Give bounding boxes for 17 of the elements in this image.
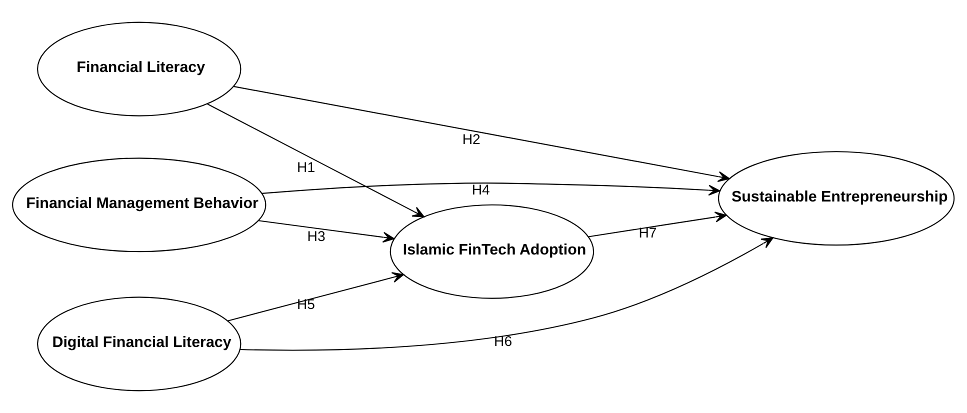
- node-ellipse: Financial Management Behavior: [12, 158, 266, 252]
- edge-label: H2: [462, 130, 480, 147]
- edge-label: H3: [307, 228, 326, 244]
- edge-label: H6: [494, 332, 512, 349]
- node-ellipse: Digital Financial Literacy: [37, 296, 242, 392]
- arrow: [588, 212, 727, 238]
- arrow: [258, 220, 395, 243]
- arrow: [234, 86, 730, 182]
- edge-label: H5: [296, 296, 316, 312]
- node-ellipse: Financial Literacy: [37, 22, 242, 116]
- edge-label: H4: [472, 181, 490, 198]
- edge-label: H7: [638, 224, 657, 240]
- arrow: [228, 272, 404, 322]
- arrow: [262, 182, 720, 196]
- arrow: [207, 104, 424, 218]
- edge-label: H1: [297, 158, 316, 175]
- arrow: [240, 237, 774, 351]
